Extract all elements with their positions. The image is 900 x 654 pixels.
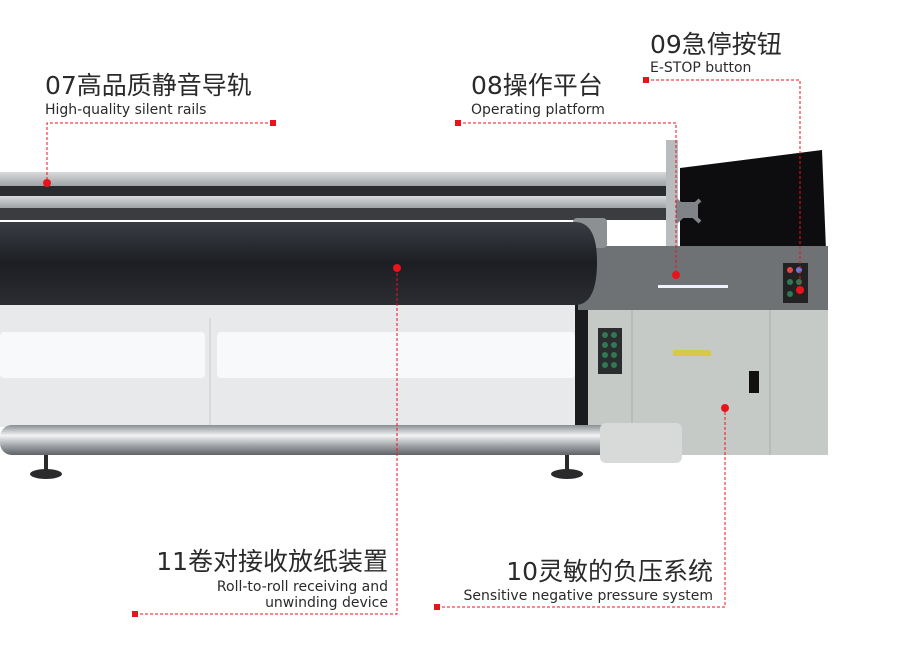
platform-post: [666, 140, 678, 250]
callout-markers: [43, 77, 804, 617]
machine-feet: [30, 455, 583, 479]
estop-panel: [783, 263, 808, 303]
callout-07-subtitle: High-quality silent rails: [45, 102, 207, 118]
callout-07-title: 07高品质静音导轨: [45, 71, 252, 100]
bottom-roller-bar: [0, 425, 628, 455]
light-bar: [658, 285, 728, 288]
silent-rails: [0, 172, 672, 220]
callout-leader-lines: [46, 79, 801, 615]
callout-09-subtitle: E-STOP button: [650, 60, 752, 76]
callout-08-subtitle: Operating platform: [471, 102, 605, 118]
callout-09-title: 09急停按钮: [650, 30, 782, 59]
callout-08-title: 08操作平台: [471, 71, 603, 100]
rear-cover-panel: [680, 150, 826, 250]
roll-to-roll-roller: [0, 222, 597, 305]
monitor-mount: [674, 198, 702, 224]
callout-11-title: 11卷对接收放纸装置: [156, 547, 388, 576]
callout-11-subtitle-line1: Roll-to-roll receiving and: [216, 579, 388, 595]
control-buttons-panel: [598, 328, 622, 374]
callout-10-title: 10灵敏的负压系统: [506, 557, 713, 586]
callout-11-subtitle-line2: unwinding device: [265, 595, 388, 611]
callout-10-subtitle: Sensitive negative pressure system: [463, 588, 714, 604]
